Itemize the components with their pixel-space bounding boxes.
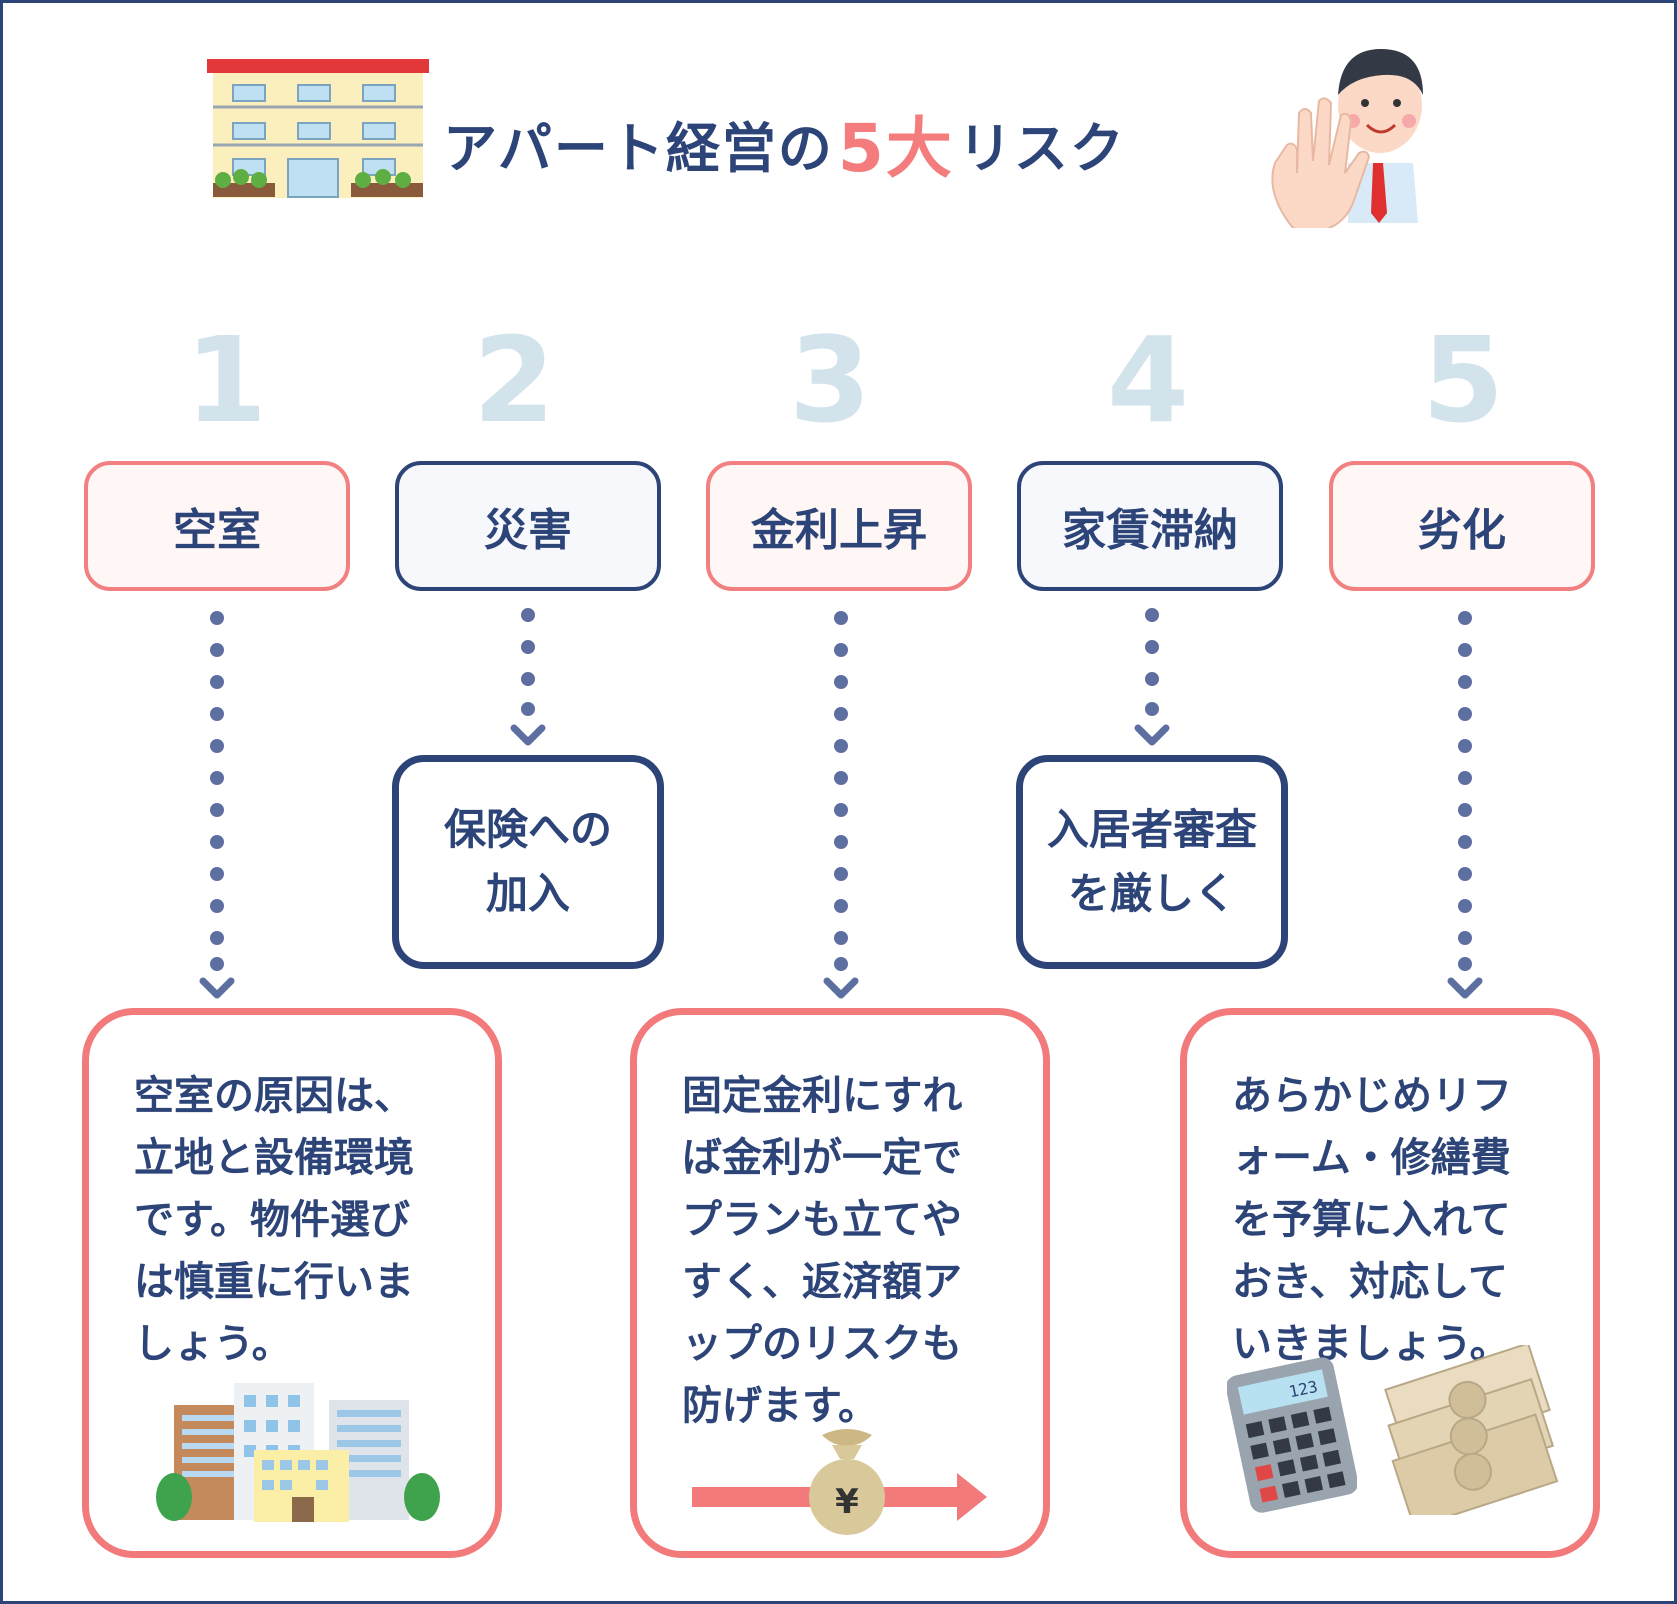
solution-box-3: 固定金利にすれ ば金利が一定で プランも立てや すく、返済額ア ップのリスクも … <box>630 1008 1050 1558</box>
risk-box-interest-rise: 金利上昇 <box>706 461 972 591</box>
dotted-arrow-4 <box>1145 608 1159 716</box>
risk-label: 空室 <box>173 505 261 556</box>
dotted-arrows <box>199 608 1483 999</box>
risk-label: 劣化 <box>1418 505 1506 556</box>
title-before: アパート経営の <box>443 116 834 180</box>
solution-text-5: あらかじめリフ ォーム・修繕費 を予算に入れて おき、対応して いきましょう。 <box>1232 1073 1512 1367</box>
title-accent: 5大 <box>837 110 954 187</box>
risk-box-rent-arrears: 家賃滞納 <box>1017 461 1283 591</box>
solution-text-3: 固定金利にすれ ば金利が一定で プランも立てや すく、返済額ア ップのリスクも … <box>682 1073 963 1429</box>
title-after: リスク <box>957 116 1126 180</box>
stop-hand-businessman-icon <box>1271 49 1423 228</box>
risk-number-2: 2 <box>472 311 556 449</box>
dotted-arrow-5 <box>1458 611 1472 971</box>
solution-box-5: あらかじめリフ ォーム・修繕費 を予算に入れて おき、対応して いきましょう。 … <box>1180 1008 1600 1558</box>
calculator-icon: 123 <box>1227 1357 1357 1513</box>
countermeasure-box-4: 入居者審査 を厳しく <box>1016 755 1288 969</box>
dotted-arrow-2 <box>521 608 535 716</box>
arrow-head-1 <box>199 977 235 999</box>
risk-number-1: 1 <box>184 311 268 449</box>
dotted-arrow-1 <box>210 611 224 971</box>
banknotes-icon <box>1384 1345 1559 1515</box>
arrow-head-3 <box>823 977 859 999</box>
risk-number-3: 3 <box>788 311 872 449</box>
arrow-head-2 <box>510 724 546 746</box>
apartment-icon <box>207 59 429 198</box>
money-bag-arrow-graphic: ¥ <box>692 1429 987 1535</box>
risk-box-vacancy: 空室 <box>84 461 350 591</box>
risk-label: 災害 <box>484 505 572 556</box>
risk-label: 金利上昇 <box>751 505 927 556</box>
countermeasure-box-2: 保険への 加入 <box>392 755 664 969</box>
risk-box-deterioration: 劣化 <box>1329 461 1595 591</box>
solution-box-1: 空室の原因は、 立地と設備環境 です。物件選び は慎重に行いま しょう。 <box>82 1008 502 1558</box>
dotted-arrow-3 <box>834 611 848 971</box>
money-bag-symbol: ¥ <box>835 1482 859 1522</box>
arrow-head-4 <box>1134 724 1170 746</box>
money-bag-icon: ¥ <box>809 1429 885 1535</box>
risk-number-4: 4 <box>1106 311 1190 449</box>
arrow-head-5 <box>1447 977 1483 999</box>
risk-number-5: 5 <box>1421 311 1505 449</box>
solution-text-1: 空室の原因は、 立地と設備環境 です。物件選び は慎重に行いま しょう。 <box>134 1073 414 1367</box>
risk-label: 家賃滞納 <box>1062 505 1238 556</box>
city-buildings-icon <box>156 1383 440 1522</box>
risk-box-disaster: 災害 <box>395 461 661 591</box>
